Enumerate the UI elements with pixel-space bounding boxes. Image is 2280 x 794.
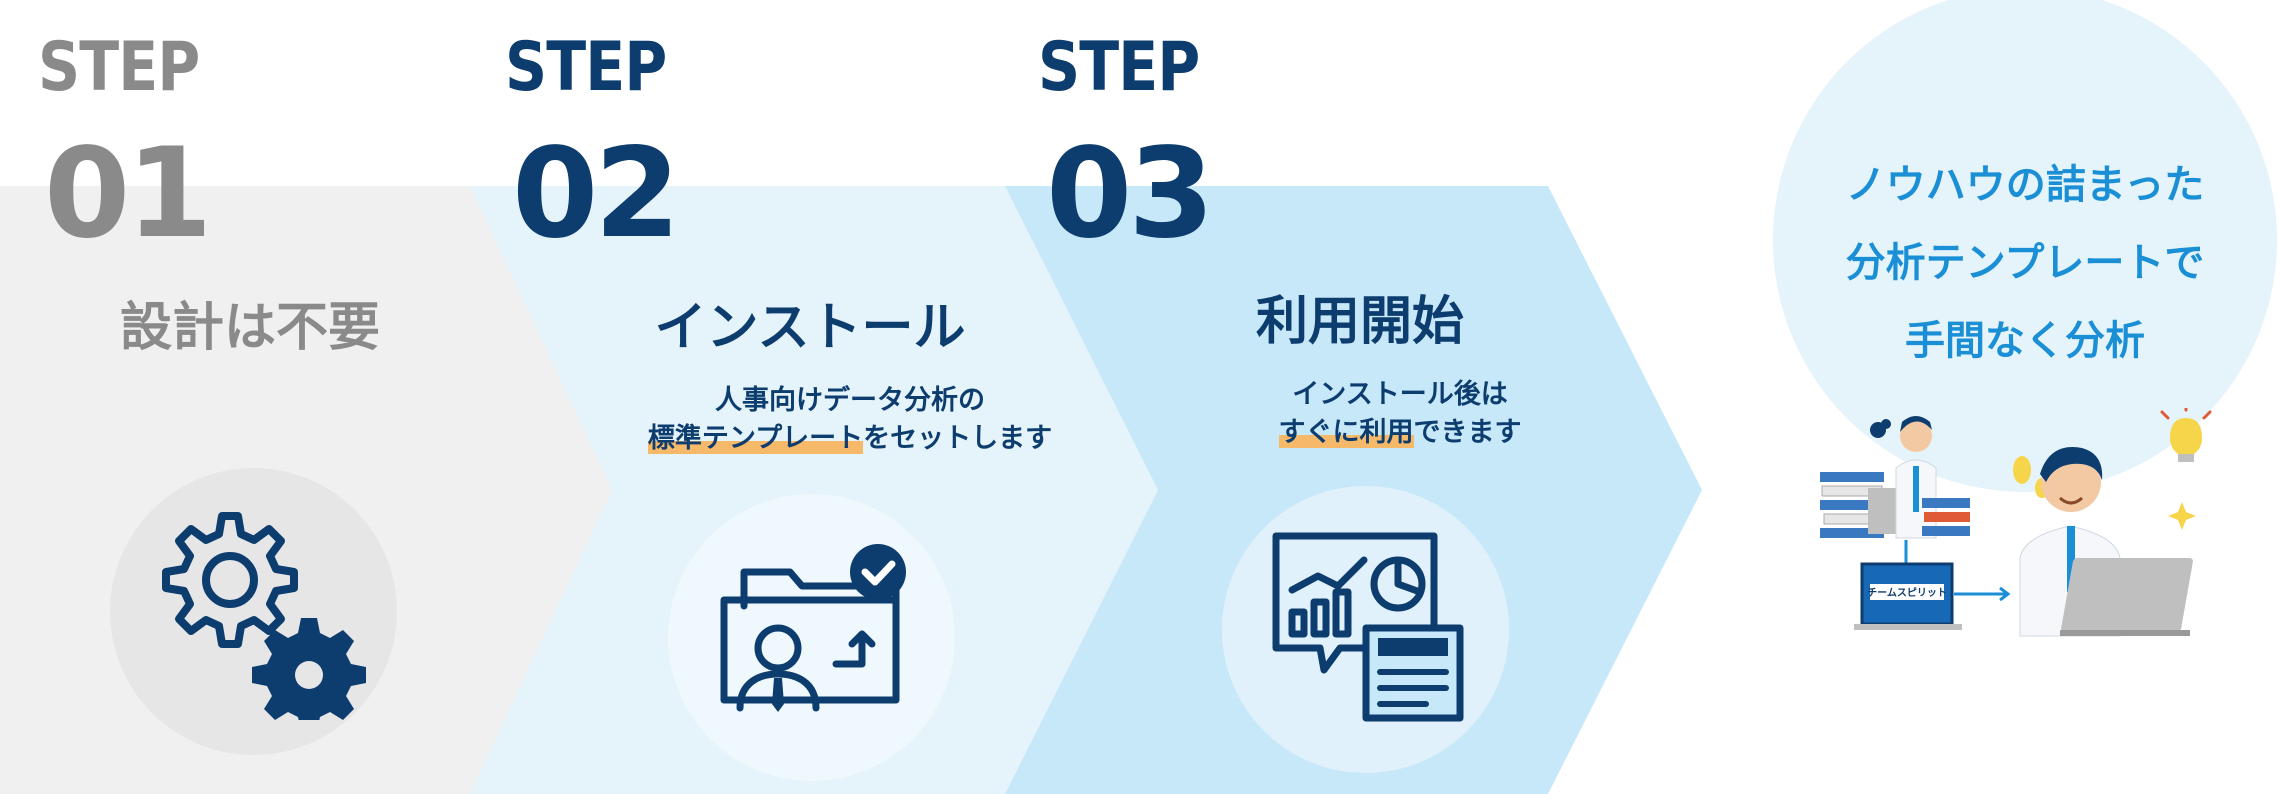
step3-title: 利用開始 [1255, 292, 1464, 352]
result-line-3: 手間なく分析 [1905, 318, 2145, 364]
bar-3 [1332, 588, 1352, 638]
upload-arrow [832, 630, 876, 668]
step3-desc-line2: すぐに利用できます [1200, 414, 1600, 452]
stressed-worker [1820, 416, 1970, 539]
result-line-2: 分析テンプレートで [1845, 240, 2205, 286]
step2-desc-line2: 標準テンプレートをセットします [600, 420, 1100, 458]
check-badge [850, 544, 906, 600]
step3-number: 03 [1046, 122, 1215, 266]
gears-icon [162, 512, 366, 720]
step1-title: 設計は不要 [119, 298, 380, 358]
result-message: ノウハウの詰まった 分析テンプレートで 手間なく分析 [1800, 146, 2250, 380]
step2-number: 02 [512, 122, 681, 266]
laptop-logo: チームスピリット [1867, 587, 1947, 599]
analytics-report-icon [1272, 532, 1464, 722]
step1-label: STEP [38, 28, 200, 107]
teamspirit-laptop: チームスピリット [1854, 540, 2011, 630]
step2-desc-line1: 人事向けデータ分析の [715, 385, 985, 416]
bar-1 [1288, 608, 1308, 638]
step3-desc-line1: インストール後は [1292, 379, 1508, 410]
step3-desc-highlight: すぐに利用 [1278, 417, 1414, 448]
bar-2 [1310, 598, 1330, 638]
happy-worker [2013, 408, 2212, 637]
step3-label: STEP [1038, 28, 1200, 107]
trend-line [1288, 556, 1368, 594]
worker-illustration: チームスピリット [1820, 408, 2212, 637]
user-body [736, 670, 820, 712]
result-circle [1773, 0, 2277, 492]
step2-chevron [470, 186, 1158, 794]
check-icon [861, 560, 896, 586]
step1-number: 01 [44, 122, 213, 266]
step2-title: インストール [654, 298, 966, 358]
step2-description: 人事向けデータ分析の 標準テンプレートをセットします [600, 382, 1100, 458]
folder-install-icon [720, 544, 906, 712]
folder-front [720, 596, 900, 704]
step2-desc-highlight: 標準テンプレート [647, 423, 864, 454]
step2-label: STEP [505, 28, 667, 107]
large-gear-outline [162, 512, 298, 648]
step3-desc-rest: できます [1413, 417, 1522, 448]
user-tie [772, 678, 784, 712]
user-head [754, 624, 802, 672]
speech-bubble [1272, 532, 1438, 674]
result-line-1: ノウハウの詰まった [1845, 162, 2205, 208]
step2-desc-rest: をセットします [863, 423, 1053, 454]
step3-description: インストール後は すぐに利用できます [1200, 376, 1600, 452]
step2-icon-circle [668, 494, 955, 781]
